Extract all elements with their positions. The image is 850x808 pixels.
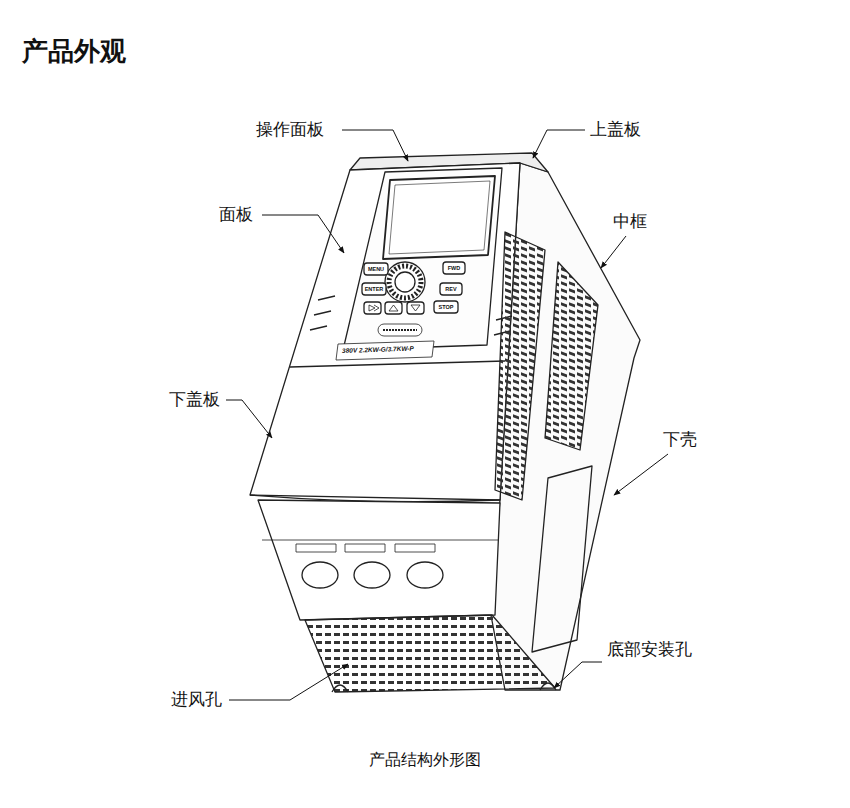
page-title: 产品外观: [22, 34, 126, 69]
part-label: 操作面板: [255, 120, 325, 140]
button-label: REV: [440, 283, 462, 295]
figure-caption: 产品结构外形图: [369, 750, 481, 771]
button-label: MENU: [364, 263, 388, 275]
part-label: 下盖板: [168, 390, 221, 410]
part-label: 下壳: [662, 430, 698, 450]
part-label: 上盖板: [589, 120, 642, 140]
part-label: 面板: [218, 205, 254, 225]
part-label: 底部安装孔: [606, 640, 693, 660]
part-label: 进风孔: [170, 690, 223, 710]
part-label: 中框: [612, 212, 648, 232]
button-label: STOP: [434, 301, 458, 313]
button-label: ENTER: [362, 283, 386, 295]
button-label: FWD: [443, 262, 465, 274]
